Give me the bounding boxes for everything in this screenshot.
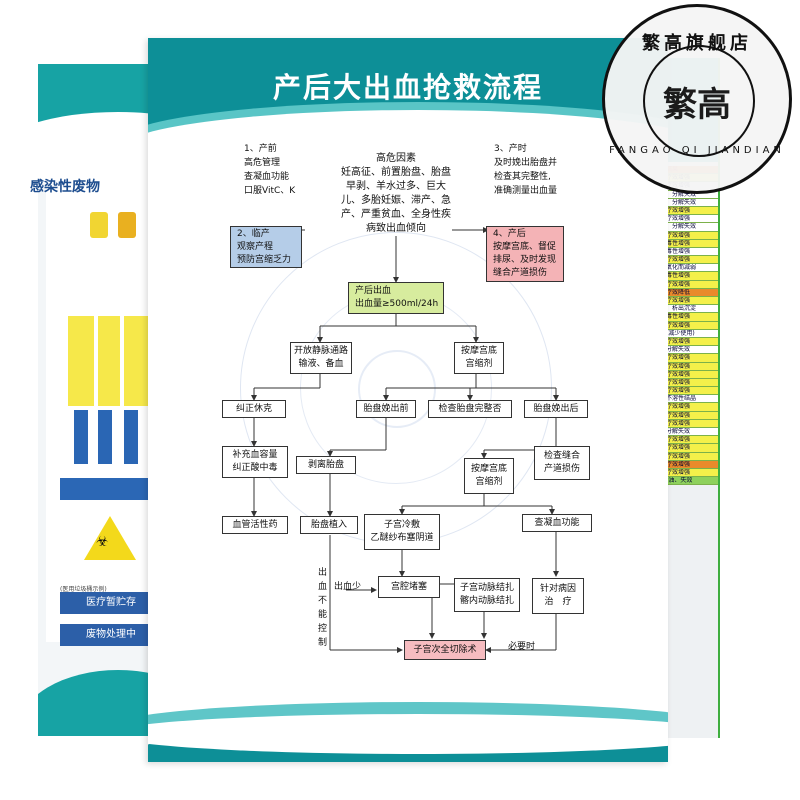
left-yellow-box <box>68 316 94 406</box>
volume-box: 补充血容量纠正酸中毒 <box>222 446 288 478</box>
postpartum-care-box: 4、产后按摩宫底、督促排尿、及时发现缝合产道损伤 <box>486 226 564 282</box>
left-bar-processing: 废物处理中 <box>60 624 150 646</box>
table-row: 疗效增强 <box>664 411 718 420</box>
bleeding-less-label: 出血少 <box>334 582 362 592</box>
before-placenta-box: 胎盘娩出前 <box>356 400 416 418</box>
when-needed-label: 必要时 <box>508 642 536 652</box>
intrapartum-text: 3、产时及时娩出胎盘并检查其完整性,准确测量出血量 <box>494 144 558 196</box>
table-row: 疗效增强 <box>664 321 718 330</box>
table-row: 、分解失效 <box>664 190 718 199</box>
ligation-box: 子宫动脉结扎髂内动脉结扎 <box>454 578 520 612</box>
table-row: 疗效增强 <box>664 297 718 306</box>
placenta-accreta-box: 胎盘植入 <box>300 516 358 534</box>
massage-drug-box: 按摩宫底宫缩剂 <box>464 458 514 494</box>
table-row: 疗效增强 <box>664 460 718 469</box>
watermark-inner-ring <box>643 45 755 157</box>
background-dial-center <box>358 350 436 428</box>
table-row: 毒性增强 <box>664 313 718 322</box>
after-placenta-box: 胎盘娩出后 <box>524 400 588 418</box>
coagulation-box: 查凝血功能 <box>522 514 592 532</box>
prenatal-text: 1、产前高危管理查凝血功能口服VitC、K <box>244 144 296 196</box>
table-row: (油、失效 <box>664 477 718 486</box>
table-row: 疗效增强 <box>664 362 718 371</box>
shock-box: 纠正休克 <box>222 400 286 418</box>
table-row: (减少使用) <box>664 329 718 338</box>
left-blue-box <box>124 410 138 464</box>
table-row: 疗效增强 <box>664 403 718 412</box>
iv-access-box: 开放静脉通路输液、备血 <box>290 342 352 374</box>
cause-treatment-box: 针对病因治 疗 <box>532 578 584 614</box>
table-row: 分解失效 <box>664 428 718 437</box>
left-poster-title: 感染性废物 <box>30 179 100 195</box>
cold-compress-box: 子宫冷敷乙醚纱布塞阴道 <box>364 514 440 550</box>
biohazard-symbol-icon: ☣ <box>96 534 109 550</box>
main-bottom-curve <box>148 714 668 754</box>
right-poster-edge <box>718 58 720 738</box>
high-risk-factors: 高危因素 妊高征、前置胎盘、胎盘早剥、羊水过多、巨大儿、多胎妊娠、滞产、急产、严… <box>341 153 451 234</box>
hazard-caption: (医用垃圾桶示例) <box>60 586 107 593</box>
packing-box: 宫腔堵塞 <box>378 576 440 598</box>
uterine-massage-box: 按摩宫底宫缩剂 <box>454 342 504 374</box>
table-row: 疗效增强 <box>664 354 718 363</box>
left-bar-storage: 医疗暂贮存 <box>60 592 150 614</box>
uncontrolled-bleeding-label: 出血不能控制 <box>318 568 328 648</box>
table-row: 氧化而减弱 <box>664 264 718 273</box>
table-row: 疗效降低 <box>664 288 718 297</box>
table-row: 疗效增强 <box>664 370 718 379</box>
table-row: 疗效增强 <box>664 256 718 265</box>
store-watermark: 繁高旗舰店 繁高 FANGAO QI JIANDIAN <box>602 4 792 194</box>
table-row: 、分解失效 <box>664 198 718 207</box>
hysterectomy-box: 子宫次全切除术 <box>404 640 486 660</box>
table-row: 毒性增强 <box>664 239 718 248</box>
table-row: 疗效增强 <box>664 419 718 428</box>
table-row: 疗效增强 <box>664 231 718 240</box>
vasoactive-box: 血管活性药 <box>222 516 288 534</box>
pph-box: 产后出血出血量≥500ml/24h <box>348 282 444 314</box>
repair-box: 检查缝合产道损伤 <box>534 446 590 480</box>
table-row: 不溶性结晶 <box>664 395 718 404</box>
biohazard-icon <box>84 516 136 560</box>
check-placenta-box: 检查胎盘完整否 <box>428 400 512 418</box>
poster-title: 产后大出血抢救流程 <box>272 71 543 104</box>
left-blue-box <box>98 410 112 464</box>
table-row: 疗效增强 <box>664 206 718 216</box>
biohazard-bin-icon <box>118 212 136 238</box>
table-row: 疗效增强 <box>664 280 718 289</box>
table-row: 疗效增强 <box>664 337 718 347</box>
table-row: 疗效增强 <box>664 387 718 396</box>
table-row: 、析出沉淀 <box>664 305 718 314</box>
yellow-bin-icon <box>90 212 108 238</box>
left-blue-bar <box>60 478 148 500</box>
table-row: 疗效增强 <box>664 436 718 445</box>
table-row: 疗效增强 <box>664 452 718 461</box>
remove-placenta-box: 剥离胎盘 <box>296 456 356 474</box>
left-yellow-box <box>124 316 148 406</box>
labor-care-box: 2、临产观察产程预防宫缩乏力 <box>230 226 302 268</box>
table-row: 分解失效 <box>664 346 718 355</box>
watermark-brand: 繁高 <box>663 85 731 125</box>
watermark-pinyin: FANGAO QI JIANDIAN <box>609 145 785 156</box>
watermark-store-name: 繁高旗舰店 <box>642 33 752 54</box>
table-row: 疗效增强 <box>664 378 718 388</box>
table-row: 、分解失效 <box>664 223 718 232</box>
table-row: 疗效增强 <box>664 468 718 478</box>
table-row: 疗效增强 <box>664 215 718 224</box>
left-blue-box <box>74 410 88 464</box>
left-yellow-box <box>98 316 120 406</box>
table-row: 毒性增强 <box>664 247 718 257</box>
table-row: 毒性增强 <box>664 272 718 281</box>
table-row: 疗效增强 <box>664 444 718 453</box>
main-top-curve <box>148 110 668 190</box>
